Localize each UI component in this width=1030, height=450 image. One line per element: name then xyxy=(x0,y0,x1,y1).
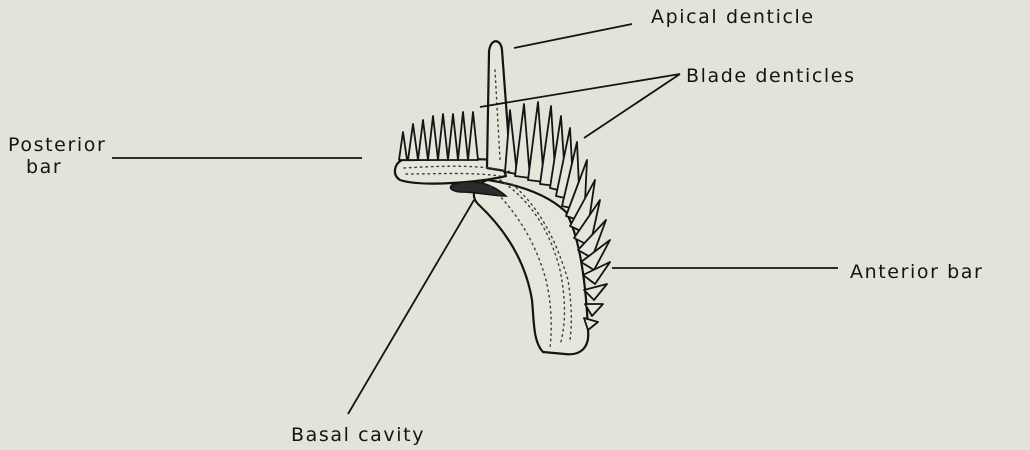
label-blade-denticles: Blade denticles xyxy=(686,65,856,87)
label-posterior-bar-line1: Posterior xyxy=(8,134,106,156)
posterior-blade-denticles xyxy=(399,112,478,160)
leader-apical-denticle xyxy=(514,24,632,48)
leader-blade-denticles-b xyxy=(584,74,680,138)
leader-basal-cavity xyxy=(348,200,474,414)
leader-blade-denticles-a xyxy=(480,74,680,107)
label-apical-denticle: Apical denticle xyxy=(651,6,815,28)
label-anterior-bar: Anterior bar xyxy=(850,261,983,283)
label-posterior-bar-line2: bar xyxy=(26,156,62,178)
label-basal-cavity: Basal cavity xyxy=(291,424,425,446)
